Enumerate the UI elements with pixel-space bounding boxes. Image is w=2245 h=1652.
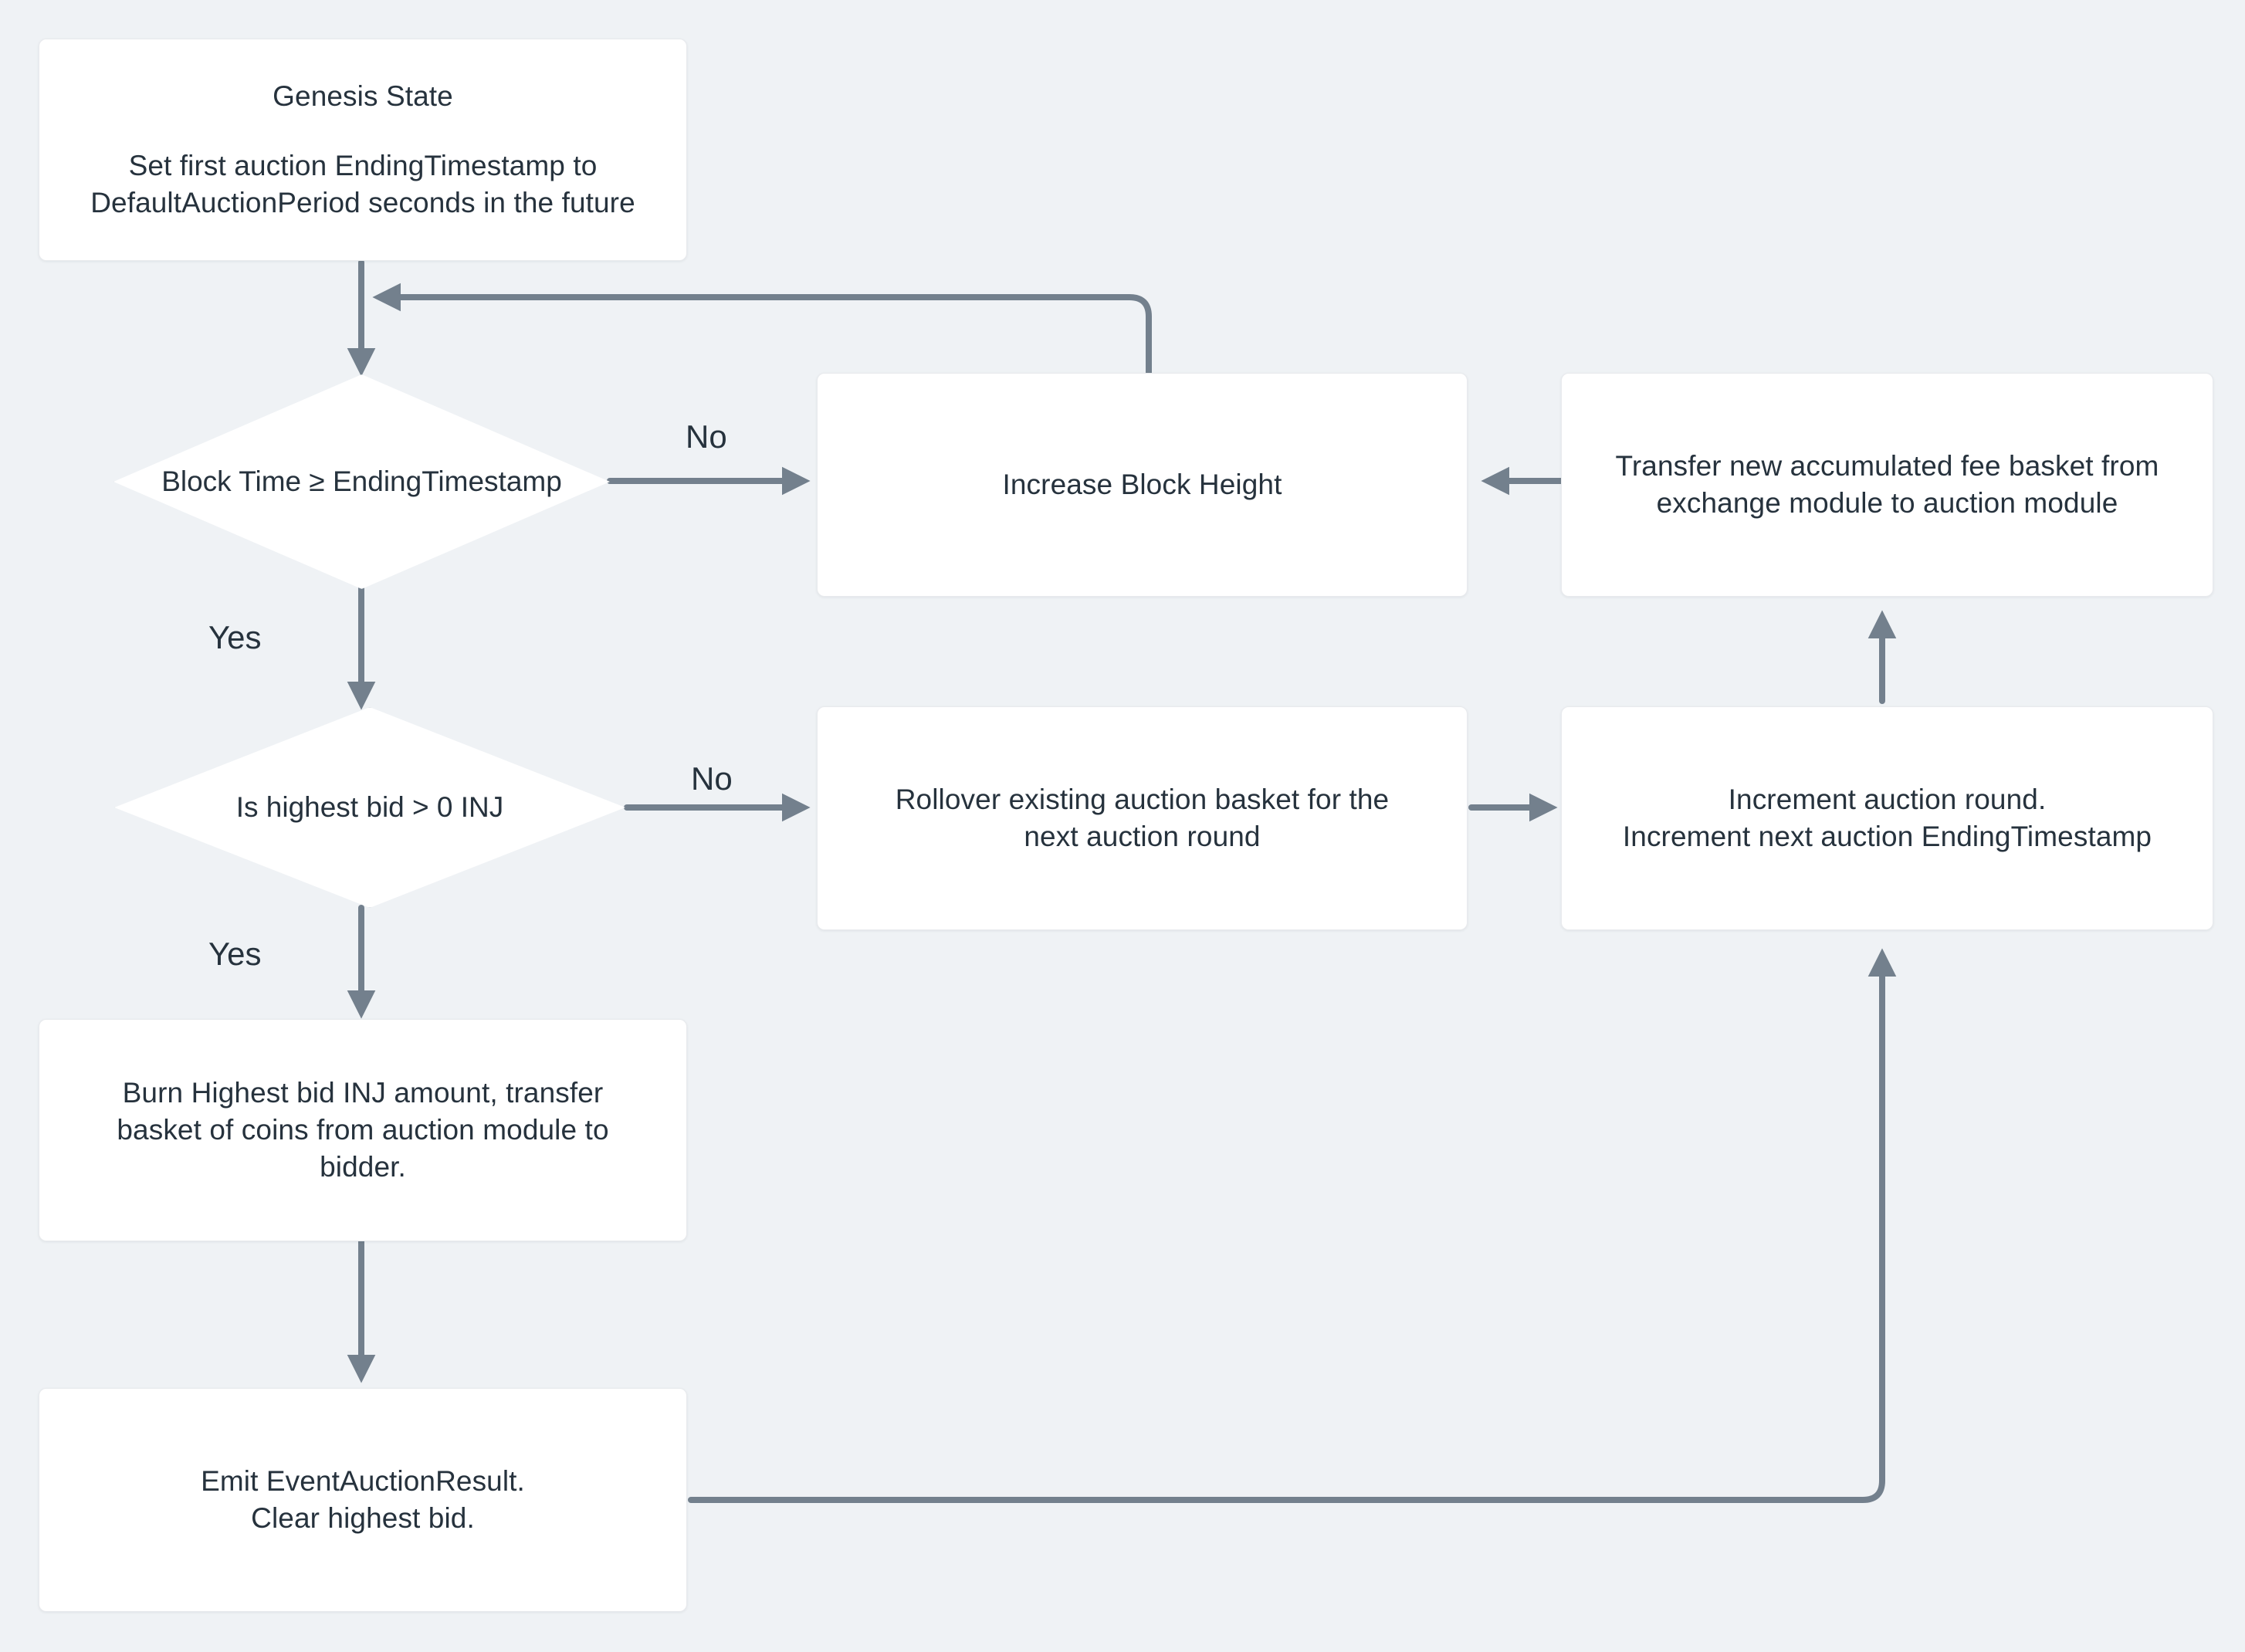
edge-label-highest-bid-yes: Yes [208,936,262,972]
edge-label-block-time-yes: Yes [208,619,262,655]
transfer-fee-basket-line-1: Transfer new accumulated fee basket from [1615,449,2159,482]
burn-bid-line-3: bidder. [320,1151,406,1183]
node-rollover-basket[interactable]: Rollover existing auction basket for the… [817,706,1468,930]
edge-blockheight-loopback [372,283,1152,376]
emit-event-line-2: Clear highest bid. [251,1502,475,1534]
node-transfer-fee-basket[interactable]: Transfer new accumulated fee basket from… [1561,373,2213,597]
node-burn-bid[interactable]: Burn Highest bid INJ amount, transfer ba… [39,1019,687,1241]
node-increase-block-height[interactable]: Increase Block Height [817,373,1468,597]
node-decision-block-time[interactable]: Block Time ≥ EndingTimestamp [113,374,610,589]
edge-emit-loopback [688,948,1897,1503]
rollover-basket-line-2: next auction round [1024,821,1261,852]
node-decision-highest-bid[interactable]: Is highest bid > 0 INJ [114,707,625,908]
node-genesis-state[interactable]: Genesis State Set first auction EndingTi… [39,39,687,261]
increase-block-height-label: Increase Block Height [1002,468,1282,500]
increment-round-line-2: Increment next auction EndingTimestamp [1622,821,2152,852]
rollover-basket-line-1: Rollover existing auction basket for the [895,783,1390,815]
genesis-title: Genesis State [273,80,453,112]
transfer-fee-basket-line-2: exchange module to auction module [1656,487,2118,519]
genesis-line-3: DefaultAuctionPeriod seconds in the futu… [90,187,635,219]
emit-event-line-1: Emit EventAuctionResult. [201,1464,525,1497]
decision-highest-bid-label: Is highest bid > 0 INJ [235,790,504,823]
increment-round-line-1: Increment auction round. [1728,783,2047,815]
node-increment-round[interactable]: Increment auction round. Increment next … [1561,706,2213,930]
genesis-line-2: Set first auction EndingTimestamp to [128,149,598,181]
edge-label-highest-bid-no: No [691,760,733,797]
burn-bid-line-2: basket of coins from auction module to [117,1113,609,1146]
decision-block-time-label: Block Time ≥ EndingTimestamp [161,465,562,497]
edge-label-block-time-no: No [686,418,727,455]
node-emit-event[interactable]: Emit EventAuctionResult. Clear highest b… [39,1388,687,1612]
burn-bid-line-1: Burn Highest bid INJ amount, transfer [122,1076,604,1109]
